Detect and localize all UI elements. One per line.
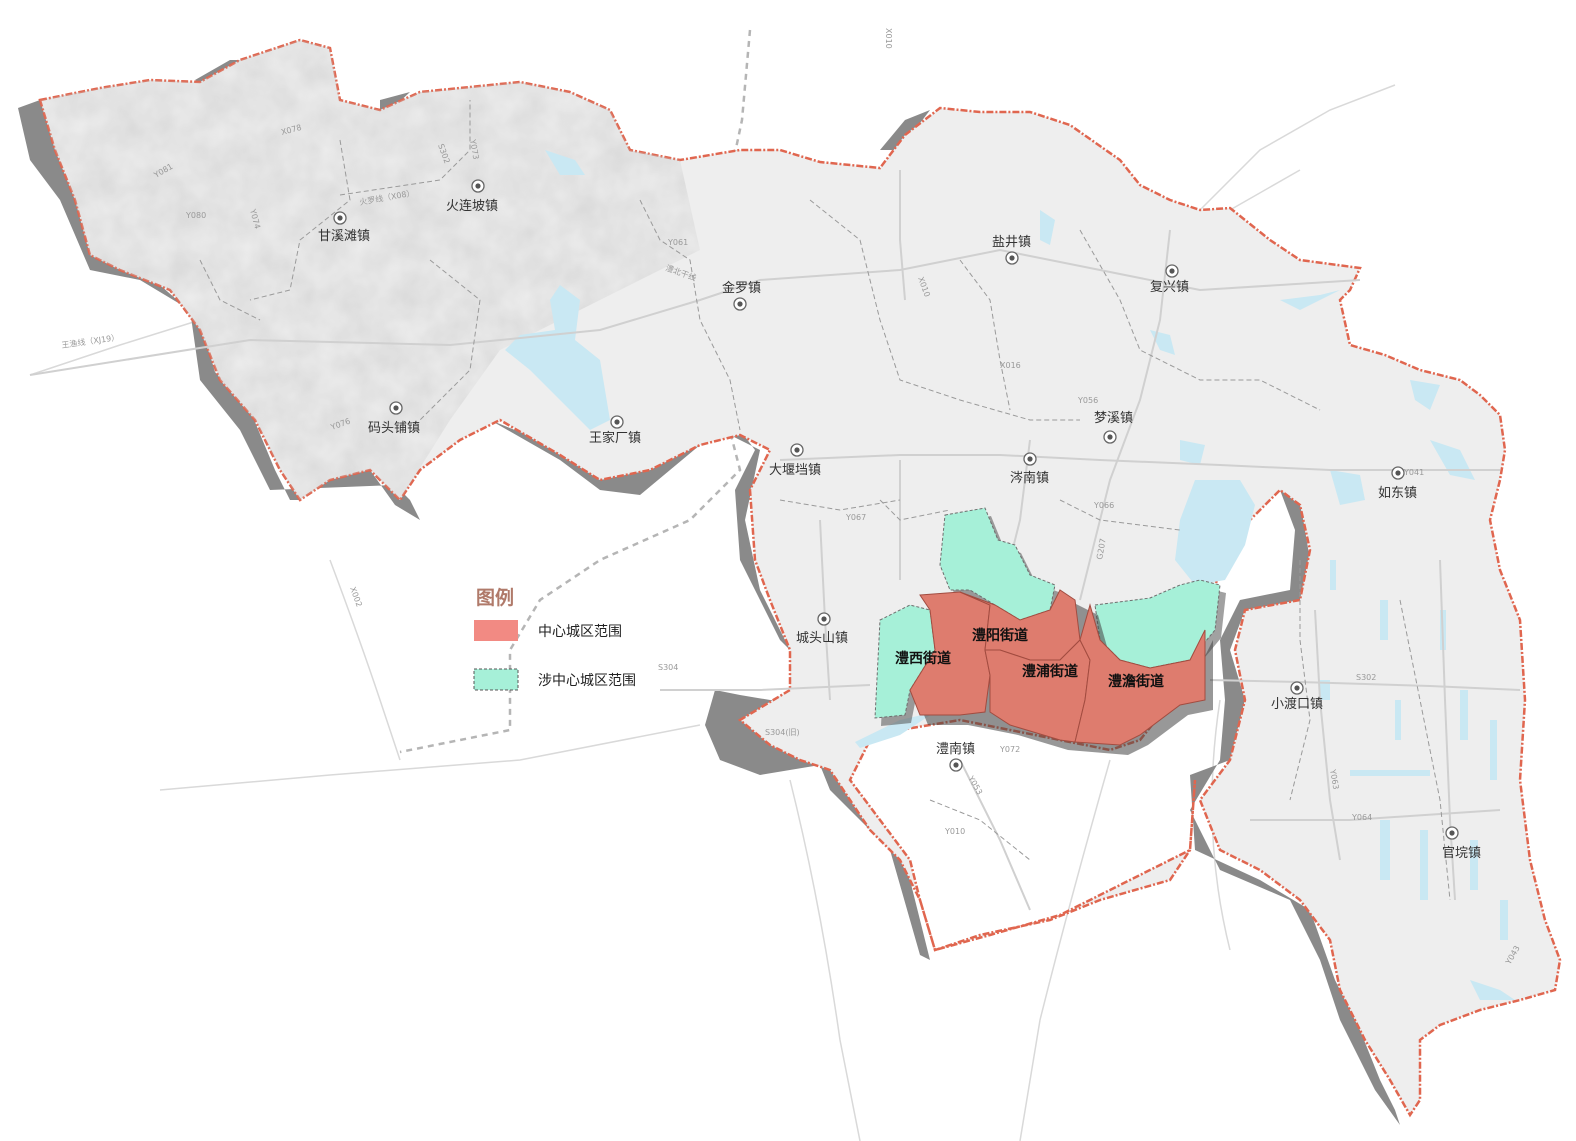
town-marker: 复兴镇: [1150, 264, 1189, 295]
town-label: 如东镇: [1378, 485, 1417, 501]
center-urban-districts: [909, 589, 1206, 746]
road-label: Y064: [1351, 813, 1372, 822]
town-label: 梦溪镇: [1094, 411, 1133, 426]
town-label: 码头铺镇: [368, 421, 420, 436]
road-label: Y056: [1077, 396, 1098, 405]
town-label: 甘溪滩镇: [318, 229, 370, 244]
town-marker-dot: [1027, 456, 1033, 462]
involved-area-west: [874, 604, 936, 719]
town-marker: 金罗镇: [722, 280, 761, 311]
town-marker-dot: [821, 616, 827, 622]
town-label: 复兴镇: [1150, 280, 1189, 295]
road-label: Y073: [468, 138, 481, 160]
town-marker: 大堰垱镇: [769, 443, 821, 478]
road-label: Y061: [667, 238, 688, 247]
legend-label-center-urban: 中心城区范围: [538, 623, 622, 640]
town-marker-dot: [794, 447, 800, 453]
county-roads: [29, 170, 1521, 911]
legend-label-involved-area: 涉中心城区范围: [538, 672, 636, 689]
road-label: Y041: [1403, 468, 1424, 477]
town-marker-dot: [1395, 470, 1401, 476]
road-label: Y010: [944, 827, 965, 836]
road-label: Y072: [999, 745, 1020, 754]
town-marker: 如东镇: [1378, 466, 1417, 501]
district-labels: 澧西街道 澧阳街道 澧浦街道 澧澹街道: [895, 627, 1164, 690]
involved-area-north: [939, 507, 1056, 621]
district-label-lipu: 澧浦街道: [1022, 663, 1078, 680]
road-label: Y053: [966, 774, 984, 797]
town-marker: 梦溪镇: [1094, 411, 1133, 444]
road-label: Y067: [845, 513, 866, 522]
road-label: Y063: [1328, 768, 1341, 790]
town-label: 涔南镇: [1010, 470, 1049, 486]
town-marker-dot: [737, 301, 743, 307]
town-marker-dot: [614, 419, 620, 425]
legend: 图例 中心城区范围 涉中心城区范围: [473, 586, 636, 691]
town-marker: 火连坡镇: [446, 179, 498, 214]
town-label: 金罗镇: [722, 280, 761, 296]
town-marker: 盐井镇: [992, 235, 1031, 265]
legend-title: 图例: [476, 586, 514, 609]
water-bodies: [505, 150, 1515, 1000]
town-label: 澧南镇: [936, 741, 975, 757]
town-label: 小渡口镇: [1271, 696, 1323, 712]
town-label: 火连坡镇: [446, 198, 498, 214]
district-label-liyang: 澧阳街道: [972, 627, 1028, 644]
town-marker-dot: [953, 762, 959, 768]
town-marker: 甘溪滩镇: [318, 211, 370, 244]
town-label: 王家厂镇: [589, 430, 641, 446]
town-marker-dot: [1107, 434, 1113, 440]
road-label: X016: [1000, 361, 1021, 370]
town-label: 官垸镇: [1442, 845, 1481, 861]
town-marker: 王家厂镇: [589, 415, 641, 446]
town-marker: 涔南镇: [1010, 452, 1049, 486]
town-marker: 澧南镇: [936, 741, 975, 772]
road-label: G207: [1095, 538, 1108, 561]
town-marker: 码头铺镇: [368, 401, 420, 436]
road-label: X002: [348, 586, 364, 609]
road-label: X010: [884, 28, 893, 49]
involved-area-east: [1094, 579, 1221, 669]
terrain-relief: [40, 40, 700, 500]
town-marker-dot: [1009, 255, 1015, 261]
town-marker: 官垸镇: [1442, 826, 1481, 861]
town-marker-dot: [337, 215, 343, 221]
town-marker-dot: [1169, 268, 1175, 274]
town-marker: 城头山镇: [796, 612, 848, 646]
town-label: 大堰垱镇: [769, 463, 821, 478]
involved-areas: [874, 507, 1221, 719]
town-marker-dot: [475, 183, 481, 189]
town-marker-dot: [1449, 830, 1455, 836]
road-label: Y080: [185, 211, 206, 220]
town-label: 城头山镇: [796, 631, 848, 646]
road-label: S304: [658, 663, 678, 672]
legend-swatch-involved-area: [473, 668, 519, 691]
township-borders: [199, 100, 1451, 901]
district-label-lidan: 澧澹街道: [1108, 673, 1164, 690]
district-lidan: [1074, 603, 1206, 746]
town-label: 盐井镇: [992, 235, 1031, 250]
town-marker-dot: [393, 405, 399, 411]
road-label: S302: [1356, 673, 1376, 682]
district-label-lixi: 澧西街道: [895, 650, 951, 667]
legend-swatch-center-urban: [474, 620, 518, 641]
road-label: Y066: [1093, 501, 1114, 510]
road-label: S304(旧): [765, 728, 800, 737]
town-marker-dot: [1294, 685, 1300, 691]
town-marker: 小渡口镇: [1271, 681, 1323, 712]
